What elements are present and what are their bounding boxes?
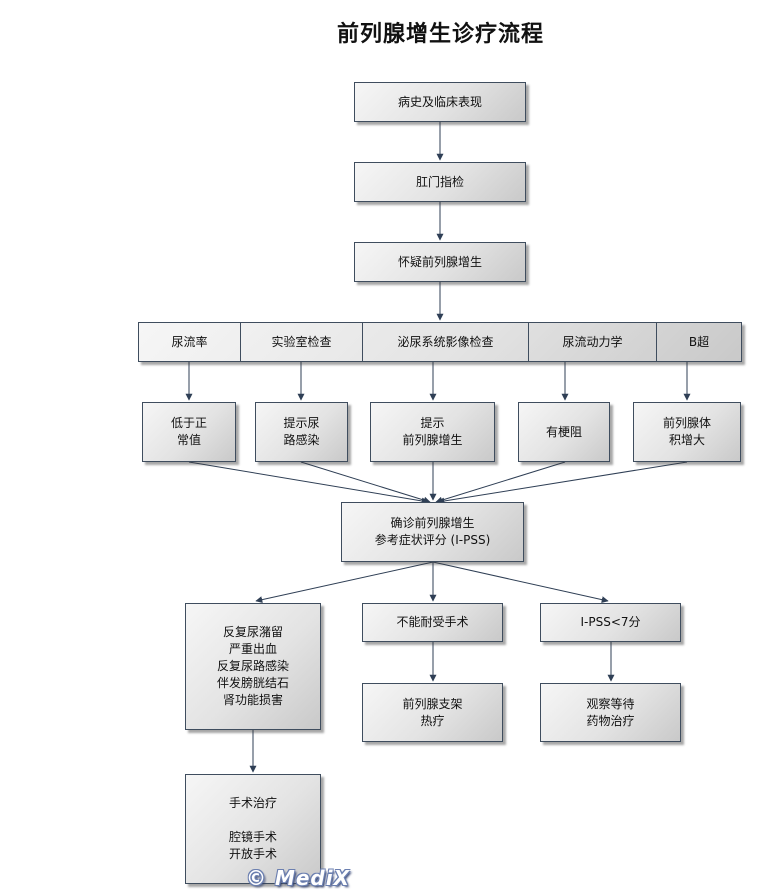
result-bph-indicated: 提示 前列腺增生 bbox=[370, 402, 495, 462]
node-complications: 反复尿潴留 严重出血 反复尿路感染 伴发膀胱结石 肾功能损害 bbox=[185, 603, 321, 730]
node-intolerant: 不能耐受手术 bbox=[362, 603, 503, 642]
arrow-result-1 bbox=[188, 461, 429, 505]
node-stent: 前列腺支架 热疗 bbox=[362, 683, 503, 742]
result-enlarged: 前列腺体 积增大 bbox=[633, 402, 741, 462]
exam-urodynamics: 尿流动力学 bbox=[528, 323, 656, 361]
arrow-result-5 bbox=[437, 461, 688, 505]
page-title: 前列腺增生诊疗流程 bbox=[336, 22, 544, 47]
result-infection: 提示尿 路感染 bbox=[255, 402, 348, 462]
arrow-confirm-complications bbox=[255, 561, 434, 604]
exam-lab-test: 实验室检查 bbox=[240, 323, 362, 361]
arrow-result-4 bbox=[435, 461, 566, 504]
node-surgery: 手术治疗 腔镜手术 开放手术 bbox=[185, 774, 321, 884]
result-low-flow: 低于正 常值 bbox=[142, 402, 236, 462]
exam-imaging: 泌尿系统影像检查 bbox=[362, 323, 528, 361]
node-confirm: 确诊前列腺增生 参考症状评分 (I-PSS) bbox=[341, 502, 524, 562]
exam-uroflowmetry: 尿流率 bbox=[171, 334, 208, 349]
node-dre: 肛门指检 bbox=[354, 162, 526, 202]
result-obstruction: 有梗阻 bbox=[518, 402, 610, 462]
node-suspect: 怀疑前列腺增生 bbox=[354, 242, 526, 282]
watermark: © MediX bbox=[246, 866, 351, 890]
exam-ultrasound: B超 bbox=[656, 323, 741, 361]
node-observe: 观察等待 药物治疗 bbox=[540, 683, 681, 742]
exam-row: 尿流率 实验室检查 泌尿系统影像检查 尿流动力学 B超 bbox=[138, 322, 742, 362]
arrow-confirm-ipss bbox=[432, 561, 609, 604]
arrow-result-2 bbox=[300, 461, 431, 504]
node-ipss-low: I-PSS<7分 bbox=[540, 603, 681, 642]
node-history: 病史及临床表现 bbox=[354, 82, 526, 122]
